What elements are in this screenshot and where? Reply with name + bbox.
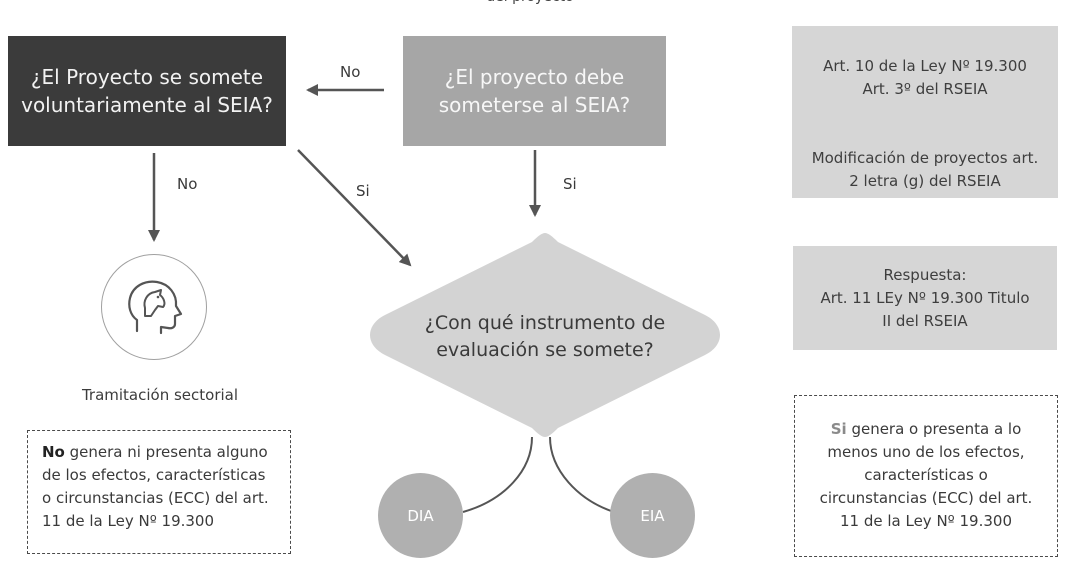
edge-label-si-diagonal: Si <box>356 182 370 200</box>
note-no-emphasis: No <box>42 443 65 461</box>
question-must-submit-box: ¿El proyecto debe someterse al SEIA? <box>403 36 666 146</box>
arrow-voluntary-to-instrument <box>297 149 412 267</box>
note-no-ecc: No genera ni presenta alguno de los efec… <box>27 430 291 554</box>
edge-label-si-center: Si <box>563 175 577 193</box>
diamond-shape <box>370 233 720 437</box>
note-si-emphasis: Si <box>830 420 847 438</box>
question-instrument-text: ¿Con qué instrumento de evaluación se so… <box>424 312 666 361</box>
note-si-text: genera o presenta a lo menos uno de los … <box>819 420 1033 530</box>
dia-outcome-node: DIA <box>378 473 463 558</box>
sectoral-icon-circle <box>101 254 207 360</box>
head-horse-icon <box>128 280 183 335</box>
reference-law-articles: Art. 10 de la Ley Nº 19.300 Art. 3º del … <box>823 56 1027 98</box>
eia-outcome-node: EIA <box>610 473 695 558</box>
connector-to-eia <box>549 436 615 513</box>
figure-title-fragment: del proyecto <box>330 0 730 9</box>
question-voluntary-box: ¿El Proyecto se somete voluntariamente a… <box>8 36 286 146</box>
sectoral-procedure-label: Tramitación sectorial <box>81 386 239 404</box>
reference-box-answer: Respuesta: Art. 11 LEy Nº 19.300 Titulo … <box>793 246 1057 350</box>
reference-project-modification: Modificación de proyectos art. 2 letra (… <box>811 148 1039 190</box>
note-no-text: genera ni presenta alguno de los efectos… <box>42 443 269 530</box>
edge-label-no-left: No <box>177 175 198 193</box>
connector-to-dia <box>462 436 533 513</box>
reference-box-articles: Art. 10 de la Ley Nº 19.300 Art. 3º del … <box>792 26 1058 198</box>
edge-label-no-top: No <box>340 63 361 81</box>
note-si-ecc: Si genera o presenta a lo menos uno de l… <box>794 395 1058 557</box>
